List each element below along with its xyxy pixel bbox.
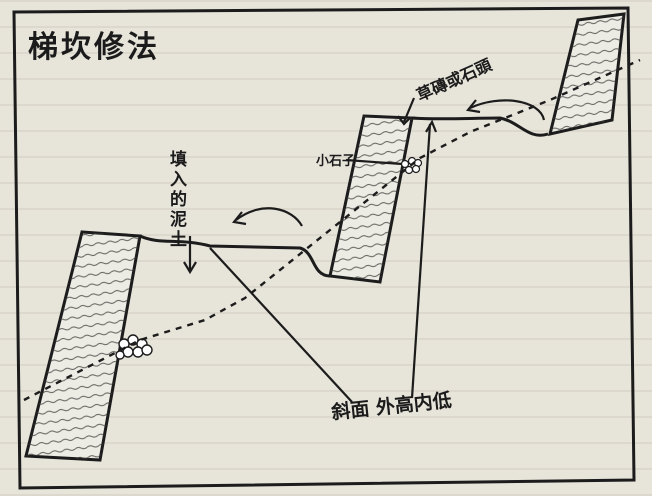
fill-soil-label: 填入的泥土 — [170, 150, 187, 250]
middle-wall — [328, 114, 414, 284]
diagram-title: 梯坎修法 — [28, 30, 160, 65]
small-stone-label: 小石子 — [316, 154, 356, 169]
upper-wall — [547, 12, 626, 136]
ground-profile-middle — [411, 116, 549, 137]
annotation-arrows — [183, 97, 546, 403]
frame-border — [12, 6, 636, 490]
lower-wall — [24, 230, 142, 462]
ground-profile-lower — [139, 234, 331, 278]
original-slope-line — [23, 58, 641, 402]
